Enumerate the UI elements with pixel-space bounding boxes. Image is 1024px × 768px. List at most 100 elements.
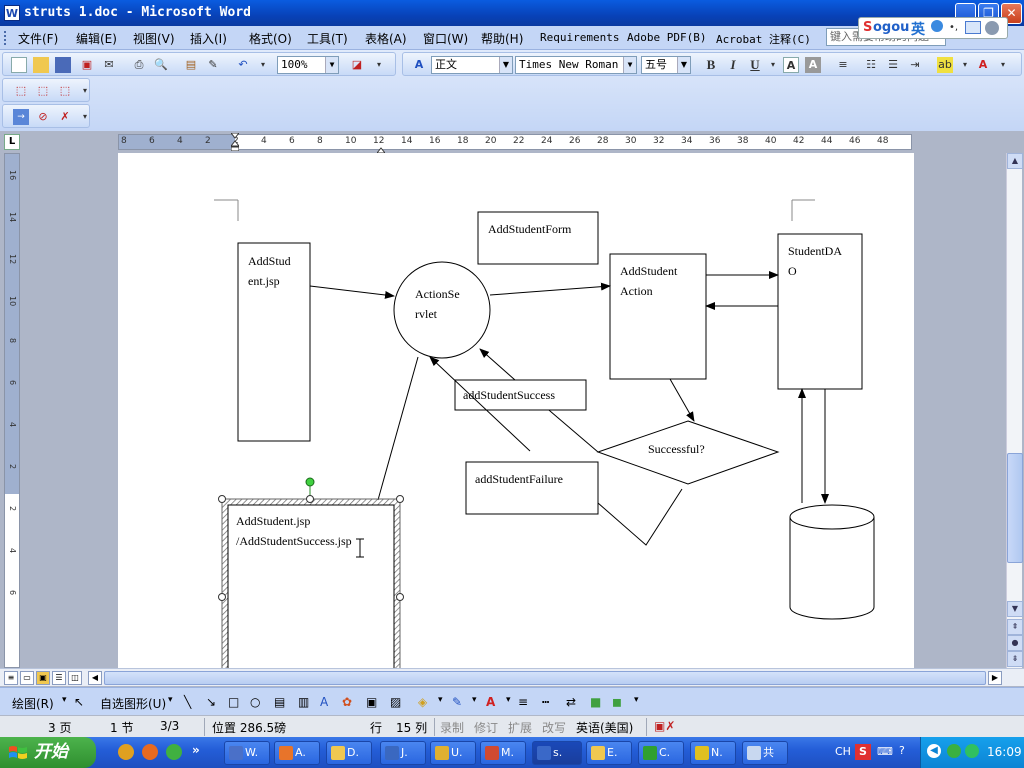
paste-icon[interactable]: ▤ — [185, 58, 197, 71]
chevron-down-icon[interactable]: ▼ — [677, 57, 690, 73]
taskbar-button[interactable]: U. — [430, 741, 476, 765]
toolbar-options-icon[interactable]: ▾ — [376, 60, 381, 69]
quick-launch-expand-icon[interactable]: » — [192, 743, 200, 757]
char-border-icon[interactable]: A — [783, 57, 799, 73]
font-color-draw-icon[interactable]: A — [486, 695, 496, 709]
quick-launch-icon[interactable] — [118, 744, 134, 760]
menu-item[interactable]: Acrobat 注释(C) — [716, 33, 811, 46]
shadow-style-icon[interactable]: ■ — [590, 695, 602, 709]
status-track[interactable]: 修订 — [474, 721, 499, 735]
chevron-down-icon[interactable]: ▼ — [499, 57, 512, 73]
tray-collapse-icon[interactable]: ◀ — [927, 744, 941, 758]
read-mode-icon[interactable]: ◪ — [351, 58, 363, 71]
diagram-canvas[interactable]: AddStud ent.jsp ActionSe rvlet AddStuden… — [118, 153, 914, 668]
scroll-up-icon[interactable]: ▲ — [1007, 153, 1023, 169]
menu-item[interactable]: Adobe PDF(B) — [627, 31, 707, 44]
bullets-icon[interactable]: ☰ — [888, 58, 898, 71]
resize-handle-ne[interactable] — [396, 495, 404, 503]
insert-picture-icon[interactable]: ▨ — [390, 695, 402, 709]
convert-pdf-icon[interactable]: ⬚ — [15, 84, 27, 97]
reading-view-icon[interactable]: ◫ — [68, 671, 82, 685]
menu-grip[interactable] — [4, 31, 7, 45]
ime-tools-icon[interactable] — [985, 21, 999, 35]
next-page-icon[interactable]: ⇟ — [1007, 651, 1023, 667]
previous-page-icon[interactable]: ⇞ — [1007, 619, 1023, 635]
add-student-jsp-box[interactable] — [237, 242, 311, 442]
font-size-combo[interactable]: 五号▼ — [641, 56, 691, 74]
undo-icon[interactable]: ↶ — [238, 58, 248, 71]
menu-item[interactable]: 编辑(E) — [76, 32, 117, 46]
save-icon[interactable] — [55, 57, 71, 73]
add-student-action-box[interactable] — [609, 253, 707, 380]
chevron-down-icon[interactable]: ▾ — [438, 695, 443, 705]
status-language[interactable]: 英语(美国) — [576, 721, 634, 735]
chevron-down-icon[interactable]: ▾ — [506, 695, 511, 705]
keyboard-icon[interactable] — [965, 21, 981, 34]
menu-item[interactable]: 表格(A) — [365, 32, 407, 46]
add-student-success-box[interactable] — [454, 379, 587, 411]
font-color-dropdown-icon[interactable]: ▾ — [1000, 60, 1005, 69]
char-shading-icon[interactable]: A — [805, 57, 821, 73]
chevron-down-icon[interactable]: ▼ — [325, 57, 338, 73]
print-icon[interactable]: ⎙ — [134, 58, 144, 71]
highlight-icon[interactable]: ab — [937, 57, 953, 73]
word-app-icon[interactable]: W — [4, 5, 20, 21]
resize-handle-w[interactable] — [218, 593, 226, 601]
oval-tool-icon[interactable]: ○ — [250, 695, 261, 709]
clock[interactable]: 16:09 — [987, 745, 1022, 759]
right-indent-marker-icon[interactable] — [375, 143, 387, 154]
numbering-icon[interactable]: ☷ — [866, 58, 876, 71]
line-tool-icon[interactable]: ╲ — [184, 695, 192, 709]
zoom-combo[interactable]: 100%▼ — [277, 56, 339, 74]
arrow-style-icon[interactable]: ⇄ — [566, 695, 577, 709]
menu-item[interactable]: Requirements — [540, 31, 620, 44]
tab-selector-icon[interactable]: L — [4, 134, 20, 150]
horizontal-scrollbar[interactable]: ≡ ▭ ▣ ☰ ◫ ◀ ▶ — [0, 668, 1024, 686]
align-justify-icon[interactable]: ≡ — [838, 58, 848, 71]
italic-button[interactable]: I — [730, 57, 736, 72]
wordart-icon[interactable]: A — [320, 695, 329, 709]
taskbar-button[interactable]: 共 — [742, 741, 788, 765]
toolbar-options-icon[interactable]: ▾ — [82, 86, 87, 95]
spelling-status-icon[interactable]: ▣✗ — [654, 719, 676, 733]
status-overtype[interactable]: 改写 — [542, 721, 567, 735]
vertical-scrollbar[interactable]: ▲ ▼ ⇞ ● ⇟ — [1006, 153, 1023, 668]
toolbar-options-icon[interactable]: ▾ — [634, 695, 639, 705]
delete-comments-icon[interactable]: ✗ — [60, 110, 70, 123]
clip-art-icon[interactable]: ▣ — [366, 695, 378, 709]
indent-marker-icon[interactable] — [229, 132, 241, 152]
taskbar-button[interactable]: D. — [326, 741, 372, 765]
resize-handle-n[interactable] — [306, 495, 314, 503]
menu-item[interactable]: 帮助(H) — [481, 32, 524, 46]
format-painter-icon[interactable]: ✎ — [208, 58, 218, 71]
ime-tray-icon[interactable]: ⌨ — [877, 745, 893, 758]
3d-style-icon[interactable]: ◼ — [612, 695, 622, 709]
chevron-down-icon[interactable]: ▼ — [623, 57, 636, 73]
add-student-failure-box[interactable] — [465, 461, 599, 515]
chevron-down-icon[interactable]: ▾ — [62, 695, 67, 705]
document-page[interactable]: AddStud ent.jsp ActionSe rvlet AddStuden… — [118, 153, 914, 668]
taskbar-button[interactable]: J. — [380, 741, 426, 765]
permission-icon[interactable]: ▣ — [81, 58, 93, 71]
network-tray-icon[interactable] — [947, 744, 961, 758]
taskbar-button[interactable]: s. — [532, 741, 582, 765]
scroll-left-icon[interactable]: ◀ — [88, 671, 102, 685]
chevron-down-icon[interactable]: ▾ — [472, 695, 477, 705]
highlight-dropdown-icon[interactable]: ▾ — [962, 60, 967, 69]
chevron-down-icon[interactable]: ▾ — [168, 695, 173, 705]
toolbar-options-icon[interactable]: ▾ — [82, 112, 87, 121]
menu-item[interactable]: 工具(T) — [307, 32, 348, 46]
browse-object-icon[interactable]: ● — [1007, 635, 1023, 651]
start-button[interactable]: 开始 — [0, 737, 96, 768]
open-folder-icon[interactable] — [33, 57, 49, 73]
status-record[interactable]: 录制 — [440, 721, 465, 735]
menu-item[interactable]: 格式(O) — [249, 32, 292, 46]
resize-handle-nw[interactable] — [218, 495, 226, 503]
print-layout-view-icon[interactable]: ▣ — [36, 671, 50, 685]
underline-button[interactable]: U — [750, 57, 760, 72]
font-color-icon[interactable]: A — [978, 58, 988, 71]
underline-dropdown-icon[interactable]: ▾ — [770, 60, 775, 69]
messenger-quick-icon[interactable] — [166, 744, 182, 760]
autoshapes-menu-button[interactable]: 自选图形(U) — [100, 697, 167, 711]
